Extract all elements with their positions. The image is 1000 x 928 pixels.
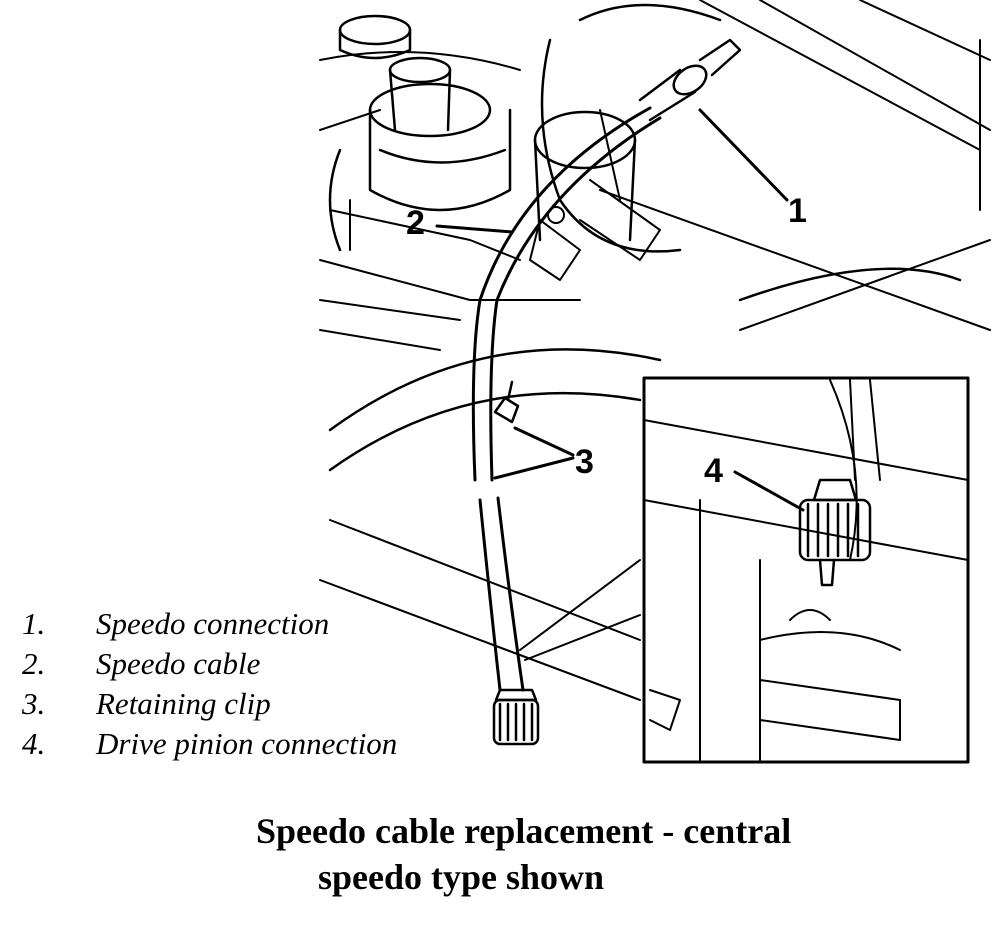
legend-number: 4. xyxy=(22,726,46,761)
legend-number: 1. xyxy=(22,606,46,641)
cable-end-knurled-nut xyxy=(492,688,540,746)
inset-detail xyxy=(642,376,970,764)
callout-3: 3 xyxy=(575,443,594,481)
caption-line-2: speedo type shown xyxy=(318,857,605,897)
speedo-connection-fitting xyxy=(638,38,742,122)
body-panel-lines xyxy=(319,0,991,701)
legend-number: 2. xyxy=(22,646,46,681)
callout-4: 4 xyxy=(704,452,723,490)
legend-text: Drive pinion connection xyxy=(96,726,398,761)
legend-text: Speedo connection xyxy=(96,606,330,641)
legend-text: Retaining clip xyxy=(96,686,271,721)
caption-line-1: Speedo cable replacement - central xyxy=(256,811,792,851)
legend-item-4: 4. Drive pinion connection xyxy=(22,724,397,764)
legend-item-3: 3. Retaining clip xyxy=(22,684,397,724)
wheel-arch xyxy=(328,267,962,472)
callout-leaders xyxy=(435,108,805,512)
figure-caption: Speedo cable replacement - central speed… xyxy=(250,808,890,900)
brake-servo xyxy=(533,3,722,253)
legend-number: 3. xyxy=(22,686,46,721)
callout-2: 2 xyxy=(406,204,425,242)
speedo-cable-lower xyxy=(478,496,525,692)
legend-text: Speedo cable xyxy=(96,646,261,681)
legend: 1. Speedo connection 2. Speedo cable 3. … xyxy=(22,604,397,764)
legend-item-2: 2. Speedo cable xyxy=(22,644,397,684)
retaining-clip xyxy=(493,380,520,424)
engine-block-lines xyxy=(319,109,661,351)
drive-pinion-knurled-nut xyxy=(798,478,872,587)
legend-item-1: 1. Speedo connection xyxy=(22,604,397,644)
speedo-cable-upper xyxy=(471,106,662,482)
callout-1: 1 xyxy=(788,192,807,230)
brake-reservoir xyxy=(328,14,512,252)
inset-pointer-lines xyxy=(519,559,641,661)
